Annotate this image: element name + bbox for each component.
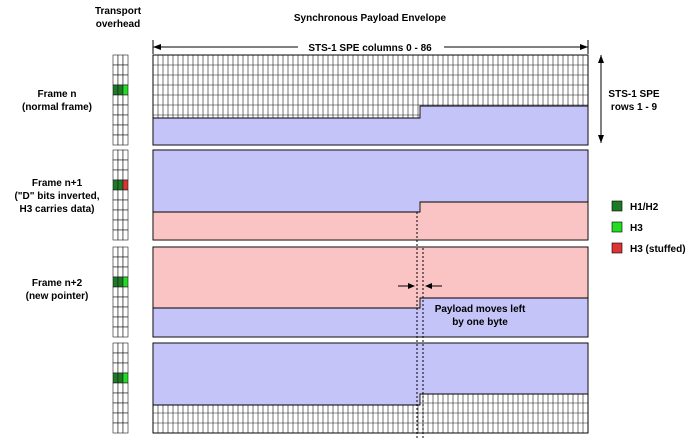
payload-region-pink: [153, 247, 588, 308]
spe-outline: [152, 246, 589, 338]
frame-n1-label-line1: Frame n+1: [32, 178, 83, 189]
payload-boundary: [153, 105, 588, 119]
payload-region-blue: [153, 298, 588, 337]
rows-label-line1: STS-1 SPE: [608, 89, 659, 100]
frame-n2-label-line2: (new pointer): [26, 291, 89, 302]
frames: [112, 54, 589, 434]
spe-outline: [152, 342, 589, 434]
payload-region-blue: [153, 343, 588, 405]
payload-region-blue: [153, 150, 588, 212]
columns-label-bg: [298, 40, 444, 54]
payload-region-blue: [153, 106, 588, 145]
legend-h1h2-label: H1/H2: [630, 202, 659, 213]
frame-0: [112, 54, 589, 146]
frame-n-label: Frame n (normal frame): [22, 89, 92, 113]
spe-outline: [152, 54, 589, 146]
transport-overhead-header-line1: Transport: [95, 6, 142, 17]
frame-n-label-line1: Frame n: [38, 89, 77, 100]
shift-indicator: [398, 212, 442, 440]
payload-moves-line2: by one byte: [452, 317, 508, 328]
transport-overhead-3: [112, 342, 129, 434]
rows-label-line2: rows 1 - 9: [611, 102, 658, 113]
grid-lines: [152, 394, 589, 434]
payload-boundary: [153, 393, 588, 406]
transport-overhead-0: [112, 54, 129, 146]
frame-2: [112, 246, 589, 338]
legend-h1h2-swatch: [611, 200, 623, 212]
spe-outline: [152, 149, 589, 241]
legend: H1/H2 H3 H3 (stuffed): [611, 200, 686, 255]
legend-h3-label: H3: [630, 223, 643, 234]
transport-overhead-header-line2: overhead: [96, 19, 140, 30]
frame-n1-label-line3: H3 carries data): [19, 204, 94, 215]
frame-n2-label-line1: Frame n+2: [32, 278, 83, 289]
frame-n2-label: Frame n+2 (new pointer): [26, 278, 89, 302]
transport-overhead-1: [112, 149, 129, 241]
payload-moves-line1: Payload moves left: [435, 304, 526, 315]
frame-n1-label: Frame n+1 ("D" bits inverted, H3 carries…: [14, 178, 99, 215]
frame-n-label-line2: (normal frame): [22, 102, 92, 113]
frame-1: [112, 149, 589, 241]
legend-h3-stuffed-label: H3 (stuffed): [630, 244, 686, 255]
frame-n1-label-line2: ("D" bits inverted,: [14, 191, 99, 202]
columns-label: STS-1 SPE columns 0 - 86: [308, 43, 432, 54]
legend-h3-stuffed-swatch: [611, 242, 623, 254]
payload-boundary: [153, 297, 588, 309]
spe-header: Synchronous Payload Envelope: [294, 13, 447, 24]
frame-3: [112, 342, 589, 434]
payload-boundary: [153, 201, 588, 213]
payload-region-pink: [153, 202, 588, 240]
transport-overhead-2: [112, 246, 129, 338]
legend-h3-swatch: [611, 221, 623, 233]
rows-span-arrow: [598, 55, 604, 143]
